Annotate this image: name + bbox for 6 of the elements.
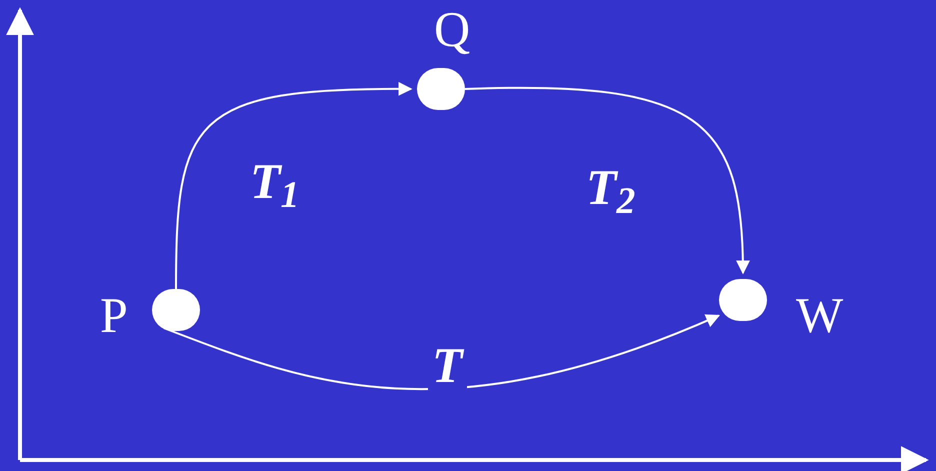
arrow [164, 314, 720, 390]
arrow [464, 86, 750, 274]
point-label: P [100, 290, 128, 340]
arrow [175, 82, 412, 290]
point-label: Q [434, 4, 470, 54]
point-label: W [796, 290, 844, 340]
